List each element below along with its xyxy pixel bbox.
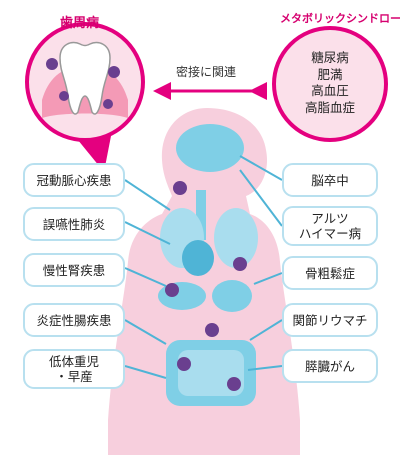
connector-line <box>247 365 283 371</box>
disease-box: 低体重児 ・早産 <box>23 349 125 389</box>
disease-box: 脳卒中 <box>282 163 378 197</box>
germ-icon <box>103 99 113 109</box>
metabolic-item: 肥満 <box>317 66 343 82</box>
connector-line <box>124 365 167 379</box>
disease-box: 炎症性腸疾患 <box>23 303 125 337</box>
metabolic-circle <box>272 26 388 142</box>
connector-line <box>249 319 283 341</box>
disease-box: 関節リウマチ <box>282 303 378 337</box>
connector-line <box>124 267 167 287</box>
periodontal-title: 歯周病 <box>60 16 100 31</box>
tooth-icon <box>59 41 111 115</box>
germ-icon <box>177 357 191 371</box>
trachea-shape <box>196 190 206 240</box>
metabolic-item: 高血圧 <box>311 83 349 98</box>
heart-shape <box>182 240 214 276</box>
connector-line <box>239 169 283 227</box>
metabolic-title: メタボリックシンドローム <box>280 12 400 25</box>
metabolic-list: 糖尿病 肥満 高血圧 高脂血症 <box>282 50 378 116</box>
lung-right-shape <box>214 208 258 268</box>
germ-icon <box>46 58 58 70</box>
stomach-shape <box>212 280 252 312</box>
germ-icon <box>227 377 241 391</box>
disease-box: 冠動脈心疾患 <box>23 163 125 197</box>
connector-line <box>124 319 167 345</box>
germ-icon <box>59 91 69 101</box>
germ-icon <box>233 257 247 271</box>
relation-label: 密接に関連 <box>175 65 236 79</box>
disease-box: アルツ ハイマー病 <box>282 206 378 246</box>
connector-line <box>124 179 171 211</box>
metabolic-item: 高脂血症 <box>304 99 355 115</box>
disease-box: 骨粗鬆症 <box>282 256 378 290</box>
germ-icon <box>205 323 219 337</box>
germ-icon <box>165 283 179 297</box>
connector-line <box>239 155 283 181</box>
germ-icon <box>108 66 120 78</box>
connector-line <box>253 272 283 285</box>
disease-box: 慢性腎疾患 <box>23 253 125 287</box>
metabolic-item: 糖尿病 <box>311 50 349 65</box>
germ-icon <box>173 181 187 195</box>
connector-line <box>124 221 171 245</box>
disease-box: 誤嚥性肺炎 <box>23 207 125 241</box>
disease-box: 膵臓がん <box>282 349 378 383</box>
brain-shape <box>176 124 244 172</box>
